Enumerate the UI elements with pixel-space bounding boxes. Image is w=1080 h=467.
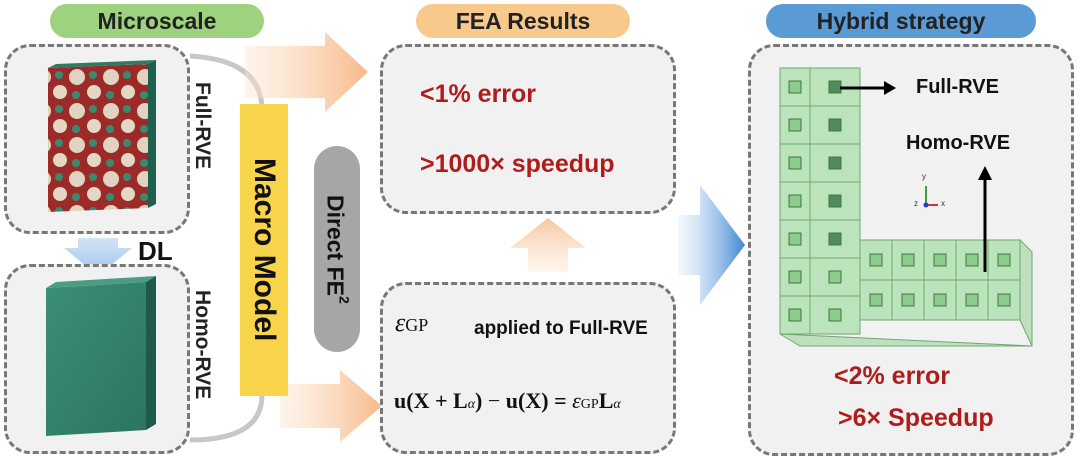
bc-panel (380, 282, 676, 454)
macro-model-label: Macro Model (248, 158, 281, 342)
rve-marker (788, 270, 802, 284)
bc-applied-text: applied to Full-RVE (474, 318, 648, 339)
mesh-cell (891, 279, 925, 321)
direct-fe-label: Direct FE (322, 194, 349, 296)
mesh-depth (779, 238, 1033, 347)
eps-symbol: ε (395, 308, 406, 337)
arrow-to-bc (280, 370, 382, 442)
dl-label: DL (138, 236, 173, 266)
hybrid-homo-rve-label: Homo-RVE (906, 132, 1011, 154)
axis-y-label: y (922, 172, 926, 181)
rve-marker (901, 293, 915, 307)
hybrid-speedup-text: >6× Speedup (838, 404, 994, 432)
arrow-to-fea (245, 32, 368, 112)
rve-marker (828, 156, 842, 170)
direct-fe-sup: 2 (336, 295, 353, 304)
rve-marker (828, 308, 842, 322)
rve-marker (828, 232, 842, 246)
direct-fe2-pill: Direct FE2 (314, 146, 360, 352)
hybrid-error-text: <2% error (834, 362, 951, 390)
fea-error-text: <1% error (420, 80, 537, 108)
hybrid-strategy-title: Hybrid strategy (766, 4, 1036, 38)
rve-marker (788, 232, 802, 246)
rve-marker (828, 270, 842, 284)
rve-marker (965, 253, 979, 267)
rve-marker (997, 253, 1011, 267)
fea-speedup-text: >1000× speedup (420, 150, 615, 178)
rve-marker (828, 80, 842, 94)
rve-marker (788, 118, 802, 132)
rve-marker (965, 293, 979, 307)
rve-marker (901, 253, 915, 267)
arrow-up (510, 218, 586, 272)
arrow-to-hybrid (678, 185, 745, 305)
axis-z-label: z (914, 199, 918, 208)
fea-results-panel (380, 44, 676, 214)
arrow-dl (64, 238, 132, 276)
rve-marker (933, 253, 947, 267)
axis-x-label: x (941, 199, 945, 208)
homo-rve-label: Homo-RVE (191, 290, 214, 400)
fea-results-title: FEA Results (416, 4, 630, 38)
rve-marker (828, 194, 842, 208)
macro-model-bar: Macro Model (240, 104, 288, 396)
full-rve-label: Full-RVE (191, 82, 214, 170)
bc-equation: u(X + Lα) − u(X) = εGPLα (394, 388, 621, 413)
eps-sub: GP (405, 315, 429, 335)
rve-marker (788, 156, 802, 170)
rve-marker (933, 293, 947, 307)
rve-marker (869, 293, 883, 307)
rve-marker (788, 194, 802, 208)
microscale-title: Microscale (50, 4, 264, 38)
rve-marker (788, 80, 802, 94)
hybrid-full-rve-label: Full-RVE (916, 76, 999, 98)
eps-gp: εGP (395, 308, 428, 338)
rve-marker (788, 308, 802, 322)
rve-marker (997, 293, 1011, 307)
rve-marker (869, 253, 883, 267)
rve-marker (828, 118, 842, 132)
